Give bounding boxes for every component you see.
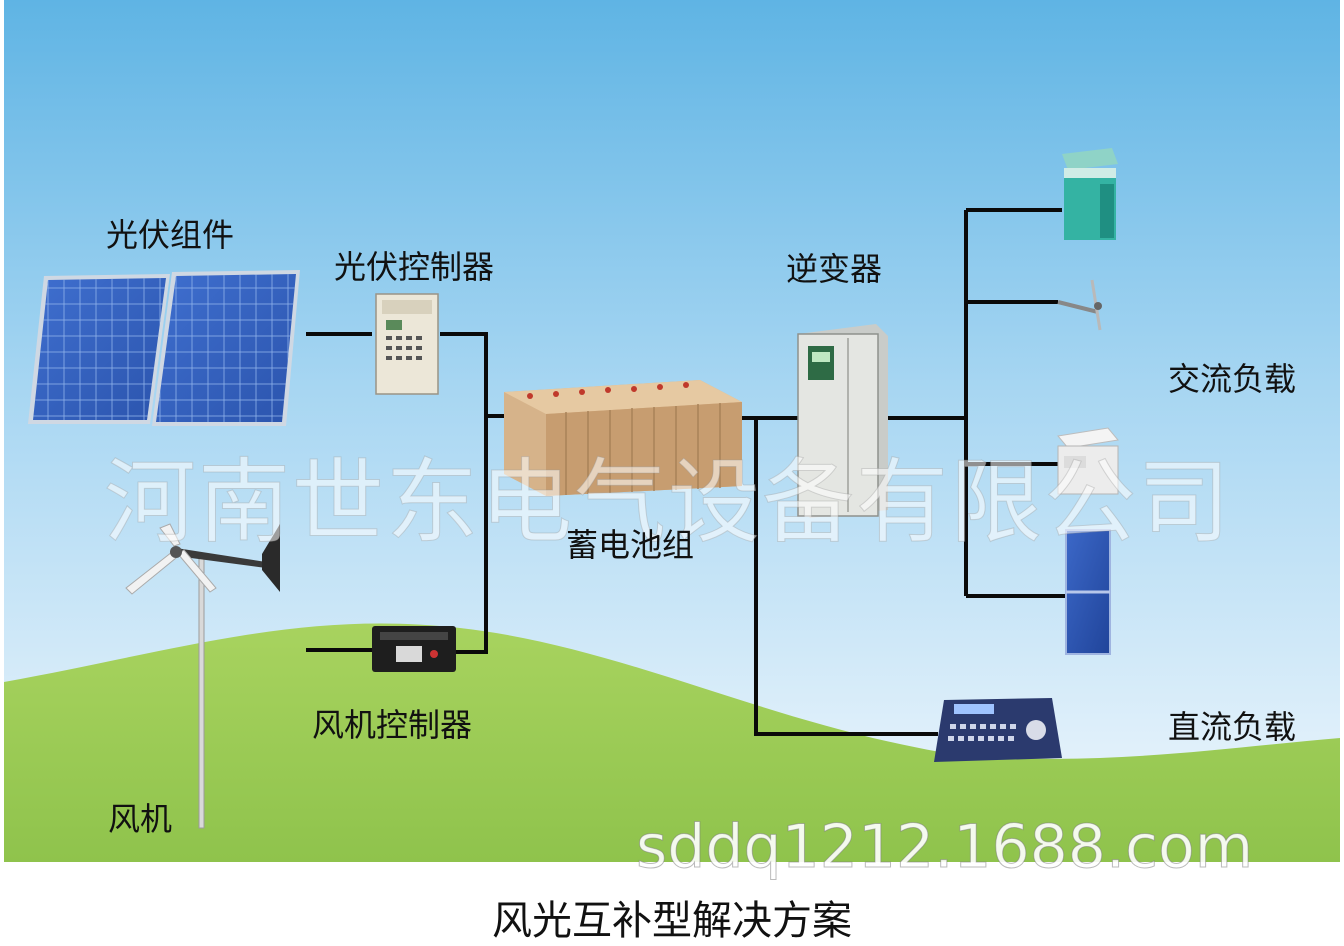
label-dc-load: 直流负载 <box>1168 708 1297 746</box>
wind-controller-icon <box>372 626 456 672</box>
diagram-svg <box>4 0 1340 862</box>
label-wind-controller: 风机控制器 <box>312 706 473 744</box>
wire-dc-load <box>754 418 938 736</box>
company-watermark: 河南世东电气设备有限公司 <box>103 449 1233 557</box>
diagram-scene: 河南世东电气设备有限公司 sddq1212.1688.com 光伏组件 光伏控制… <box>4 0 1340 883</box>
wiring <box>306 208 1066 736</box>
label-pv-modules: 光伏组件 <box>106 216 235 254</box>
pv-modules-icon <box>28 270 300 426</box>
dc-load-console-icon <box>934 698 1062 762</box>
inverter-icon <box>797 324 888 518</box>
ac-load-box-icon <box>1057 427 1119 495</box>
label-inverter: 逆变器 <box>786 250 883 288</box>
label-wind-turbine: 风机 <box>108 800 173 838</box>
pv-controller-icon <box>375 293 439 395</box>
label-battery-bank: 蓄电池组 <box>566 526 695 564</box>
diagram-caption: 风光互补型解决方案 <box>492 898 852 944</box>
ac-load-fan-icon <box>1057 279 1102 331</box>
site-watermark: sddq1212.1688.com <box>635 812 1254 883</box>
grass-hill <box>4 623 1340 862</box>
label-pv-controller: 光伏控制器 <box>334 248 495 286</box>
ac-load-cabinet-icon <box>1062 148 1118 240</box>
wind-turbine-icon <box>125 523 280 829</box>
ac-load-panel-icon <box>1065 529 1111 655</box>
battery-bank-icon <box>504 380 742 496</box>
label-ac-load: 交流负载 <box>1168 360 1297 398</box>
wire-pvcontroller-to-bus <box>440 332 488 654</box>
